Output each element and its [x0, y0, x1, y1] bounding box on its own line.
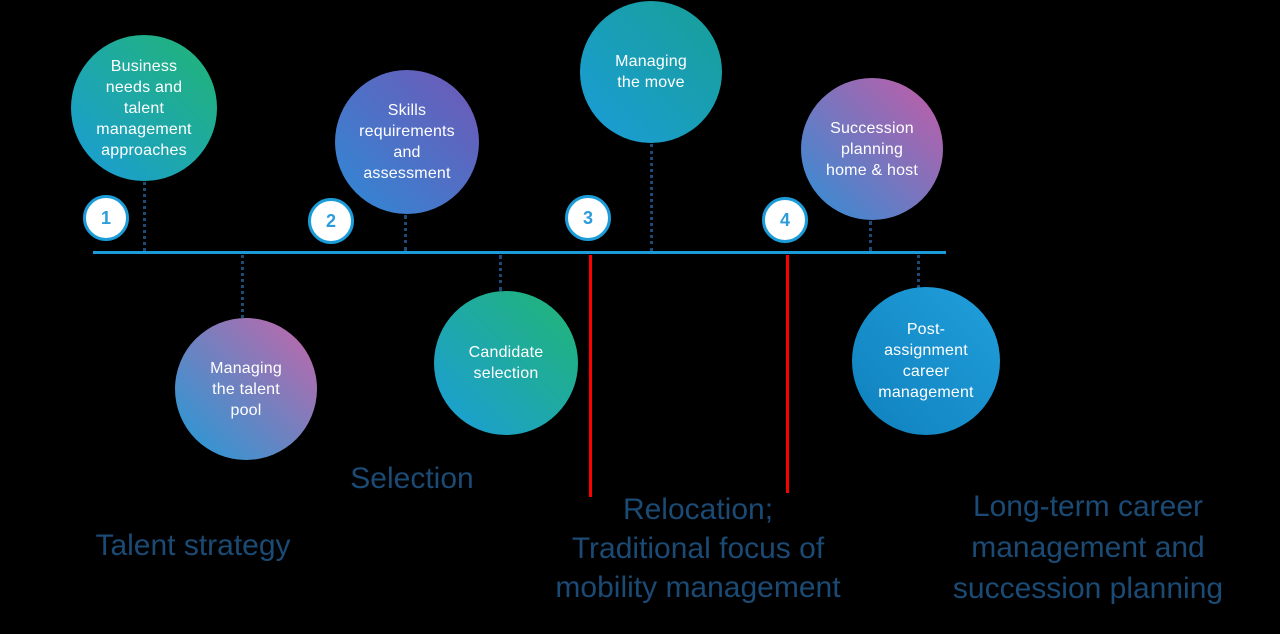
- bubble-candidate-selection-label: Candidate selection: [468, 344, 544, 382]
- connector-candidate: [499, 255, 502, 291]
- phase-label-selection: Selection: [350, 462, 474, 495]
- connector-skills: [404, 215, 407, 251]
- bubble-skills-requirements-label: Skills requirements and assessment: [359, 102, 455, 182]
- bubble-managing-talent-pool-label: Managing the talent pool: [210, 359, 282, 419]
- red-divider-right: [786, 255, 789, 493]
- bubble-managing-talent-pool: Managing the talent pool: [175, 318, 317, 460]
- connector-talent-pool: [241, 255, 244, 318]
- bubble-succession-planning: Succession planning home & host: [801, 78, 943, 220]
- timeline-axis: [93, 251, 946, 254]
- milestone-1-number: 1: [100, 207, 111, 228]
- milestone-1: 1: [83, 195, 129, 241]
- red-divider-left: [589, 255, 592, 497]
- bubble-managing-the-move: Managing the move: [580, 1, 722, 143]
- connector-succession: [869, 221, 872, 251]
- bubble-succession-planning-label: Succession planning home & host: [825, 119, 919, 179]
- bubble-post-assignment: Post- assignment career management: [852, 287, 1000, 435]
- milestone-4-number: 4: [779, 209, 790, 230]
- connector-post-assignment: [917, 255, 920, 288]
- milestone-2: 2: [308, 198, 354, 244]
- bubble-managing-the-move-label: Managing the move: [615, 53, 687, 91]
- connector-business-needs: [143, 182, 146, 251]
- phase-label-talent-strategy: Talent strategy: [95, 529, 291, 562]
- bubble-skills-requirements: Skills requirements and assessment: [335, 70, 479, 214]
- connector-managing-move: [650, 144, 653, 251]
- milestone-2-number: 2: [325, 210, 336, 231]
- bubble-business-needs: Business needs and talent management app…: [71, 35, 217, 181]
- bubble-business-needs-label: Business needs and talent management app…: [96, 57, 192, 159]
- phase-label-long-term-career: Long-term career management and successi…: [952, 490, 1224, 605]
- milestone-3: 3: [565, 195, 611, 241]
- phase-label-relocation: Relocation; Traditional focus of mobilit…: [555, 493, 841, 604]
- milestone-4: 4: [762, 197, 808, 243]
- bubble-post-assignment-label: Post- assignment career management: [878, 321, 974, 401]
- milestone-3-number: 3: [582, 207, 593, 228]
- bubble-candidate-selection: Candidate selection: [434, 291, 578, 435]
